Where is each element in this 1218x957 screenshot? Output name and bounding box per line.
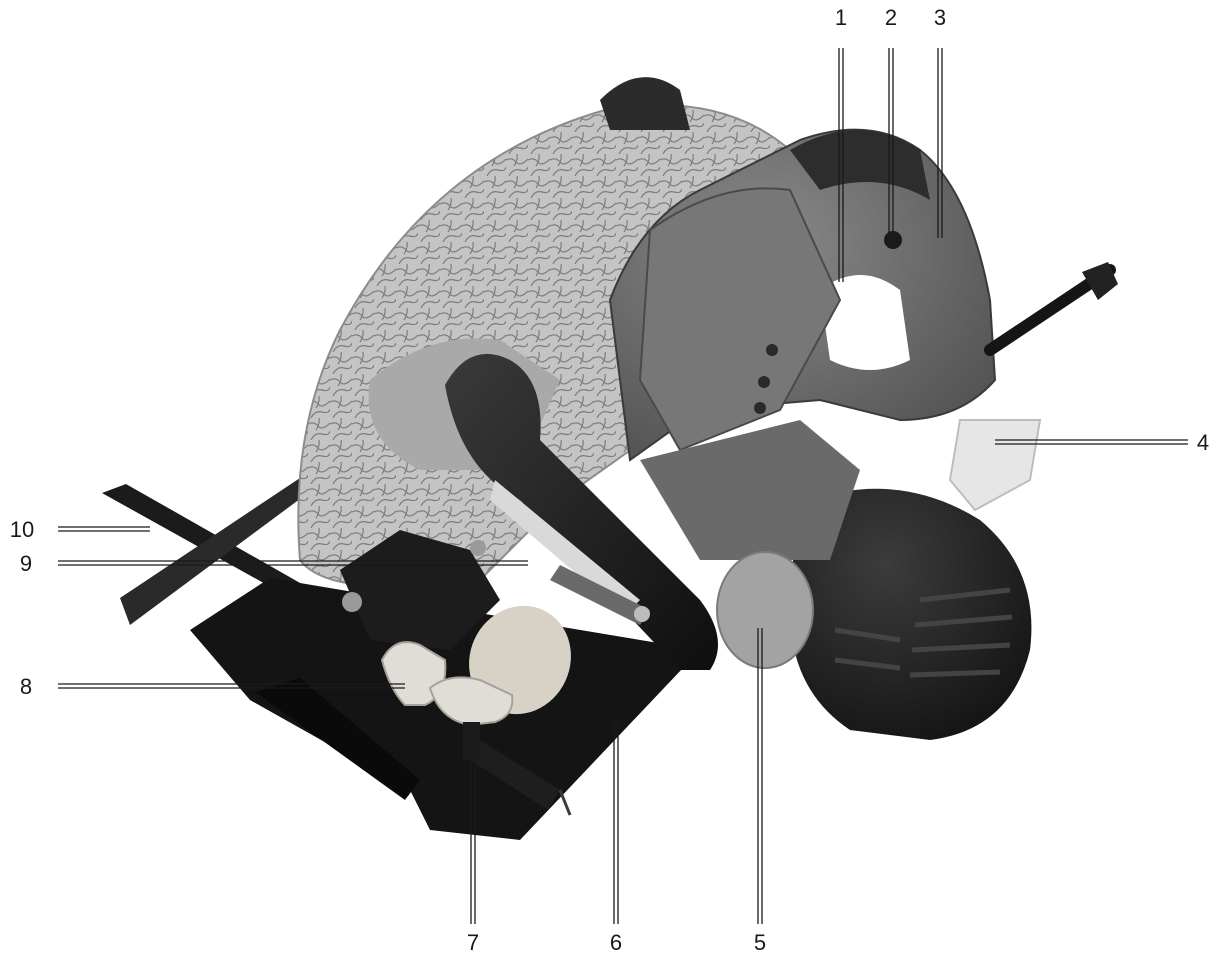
leader-2 — [888, 48, 894, 238]
side-plate — [638, 187, 842, 452]
leader-6 — [613, 716, 619, 924]
callout-leaders — [58, 48, 1188, 924]
callout-number-8: 8 — [20, 674, 32, 699]
motor-collar — [640, 420, 860, 560]
callout-number-7: 7 — [467, 930, 479, 955]
callout-number-3: 3 — [934, 5, 946, 30]
base-bolt — [550, 565, 650, 625]
leader-10 — [58, 526, 150, 532]
cord-plug — [1082, 262, 1118, 300]
bevel-knob-lower — [428, 676, 514, 727]
leader-7 — [470, 738, 476, 924]
screw-hole — [758, 376, 770, 388]
motor-vents — [834, 587, 1013, 678]
callout-number-6: 6 — [610, 930, 622, 955]
bevel-bracket — [340, 530, 500, 650]
leader-5 — [757, 628, 763, 924]
callout-number-9: 9 — [20, 551, 32, 576]
callout-number-4: 4 — [1197, 430, 1209, 455]
leader-9 — [58, 560, 528, 566]
leader-4 — [995, 439, 1188, 445]
leader-8 — [58, 683, 405, 689]
callout-numbers: 1 2 3 4 5 6 7 8 9 10 — [10, 5, 1209, 955]
saw-illustration — [102, 77, 1118, 840]
leader-1 — [838, 48, 844, 282]
leader-3 — [937, 48, 943, 238]
dust-port — [600, 77, 690, 130]
screw-hole — [766, 344, 778, 356]
callout-number-10: 10 — [10, 517, 34, 542]
motor-housing — [790, 488, 1032, 740]
callout-number-5: 5 — [754, 930, 766, 955]
handle-opening — [820, 275, 910, 370]
screw-hole — [754, 402, 766, 414]
callout-number-2: 2 — [885, 5, 897, 30]
handle-top-grip — [790, 130, 930, 200]
depth-lever — [948, 419, 1042, 512]
rip-fence — [102, 478, 330, 625]
callout-number-1: 1 — [835, 5, 847, 30]
auxiliary-handle — [445, 353, 814, 670]
